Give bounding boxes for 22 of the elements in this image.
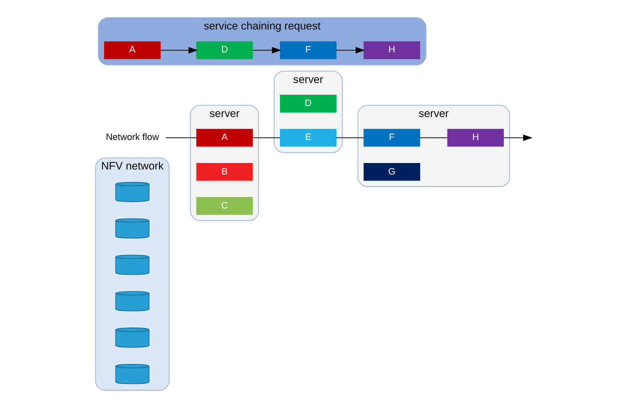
- connector: [336, 137, 364, 138]
- node-box: F: [364, 128, 420, 147]
- cluster: NFV network: [95, 158, 170, 391]
- node-text: Network flow: [106, 132, 159, 142]
- node-box: A: [104, 41, 161, 60]
- node-box: E: [280, 128, 337, 147]
- node-box: H: [364, 41, 420, 60]
- arrow: [336, 46, 365, 54]
- node-box: A: [196, 128, 253, 147]
- connector: [166, 137, 197, 138]
- node-box: G: [364, 162, 420, 181]
- arrow: [252, 46, 282, 54]
- node-box: D: [280, 94, 337, 113]
- node-box: H: [447, 128, 504, 147]
- node-box: F: [280, 41, 337, 60]
- arrow: [503, 134, 532, 142]
- connector: [419, 137, 448, 138]
- node-box: B: [196, 162, 253, 181]
- node-box: D: [196, 41, 253, 60]
- arrow: [160, 46, 198, 54]
- node-box: C: [196, 197, 253, 215]
- connector: [252, 137, 280, 138]
